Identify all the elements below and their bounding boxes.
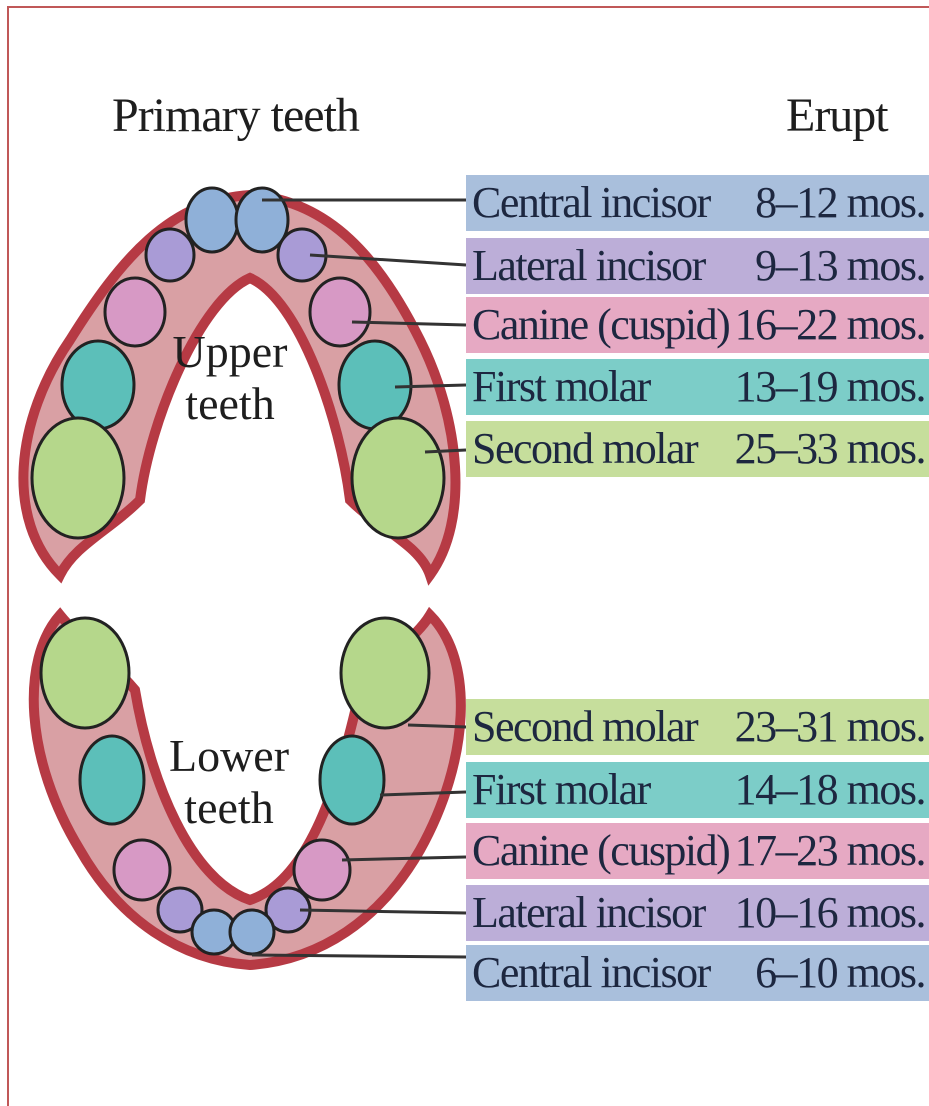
- upper-row-first-molar: First molar 13–19 mos.: [466, 359, 929, 415]
- lower-row-canine: Canine (cuspid) 17–23 mos.: [466, 823, 929, 879]
- eruption-age: 10–16 mos.: [735, 887, 925, 938]
- eruption-age: 9–13 mos.: [755, 240, 925, 291]
- lower-central-incisor-right: [230, 910, 274, 954]
- lower-label-line2: teeth: [154, 782, 304, 834]
- upper-row-central-incisor: Central incisor 8–12 mos.: [466, 175, 929, 231]
- upper-teeth-label: Upper teeth: [155, 326, 305, 430]
- upper-first-molar-left: [62, 341, 134, 429]
- tooth-name: First molar: [472, 361, 650, 412]
- eruption-age: 25–33 mos.: [735, 423, 925, 474]
- tooth-name: Central incisor: [472, 947, 710, 998]
- lower-canine-right: [294, 840, 350, 900]
- tooth-name: Central incisor: [472, 177, 710, 228]
- diagram-title: Primary teeth: [112, 88, 359, 143]
- leader-lower-second-molar: [408, 725, 466, 727]
- lower-row-first-molar: First molar 14–18 mos.: [466, 762, 929, 818]
- upper-label-line1: Upper: [155, 326, 305, 378]
- tooth-name: Second molar: [472, 701, 697, 752]
- lower-second-molar-right: [341, 618, 429, 728]
- lower-first-molar-right: [320, 736, 384, 824]
- lower-canine-left: [114, 840, 170, 900]
- upper-label-line2: teeth: [155, 378, 305, 430]
- lower-row-second-molar: Second molar 23–31 mos.: [466, 699, 929, 755]
- eruption-age: 14–18 mos.: [735, 764, 925, 815]
- tooth-name: Second molar: [472, 423, 697, 474]
- upper-first-molar-right: [339, 341, 411, 429]
- upper-second-molar-right: [352, 418, 444, 538]
- tooth-name: First molar: [472, 764, 650, 815]
- lower-row-lateral-incisor: Lateral incisor 10–16 mos.: [466, 885, 929, 941]
- eruption-age: 13–19 mos.: [735, 361, 925, 412]
- tooth-name: Canine (cuspid): [472, 299, 729, 350]
- upper-row-canine: Canine (cuspid) 16–22 mos.: [466, 297, 929, 353]
- lower-second-molar-left: [41, 618, 129, 728]
- tooth-name: Canine (cuspid): [472, 825, 729, 876]
- eruption-age: 23–31 mos.: [735, 701, 925, 752]
- leader-upper-first-molar: [395, 385, 466, 387]
- upper-row-second-molar: Second molar 25–33 mos.: [466, 421, 929, 477]
- tooth-name: Lateral incisor: [472, 887, 705, 938]
- leader-lower-central: [252, 955, 466, 957]
- eruption-age: 8–12 mos.: [755, 177, 925, 228]
- upper-lateral-incisor-left: [146, 229, 194, 281]
- tooth-name: Lateral incisor: [472, 240, 705, 291]
- lower-row-central-incisor: Central incisor 6–10 mos.: [466, 945, 929, 1001]
- eruption-age: 16–22 mos.: [735, 299, 925, 350]
- upper-canine-right: [310, 278, 370, 346]
- leader-upper-second-molar: [425, 450, 466, 452]
- lower-label-line1: Lower: [154, 730, 304, 782]
- eruption-age: 17–23 mos.: [735, 825, 925, 876]
- erupt-heading: Erupt: [786, 88, 888, 143]
- upper-row-lateral-incisor: Lateral incisor 9–13 mos.: [466, 238, 929, 294]
- lower-teeth-label: Lower teeth: [154, 730, 304, 834]
- upper-central-incisor-left: [186, 188, 238, 252]
- lower-first-molar-left: [80, 736, 144, 824]
- upper-second-molar-left: [32, 418, 124, 538]
- eruption-age: 6–10 mos.: [755, 947, 925, 998]
